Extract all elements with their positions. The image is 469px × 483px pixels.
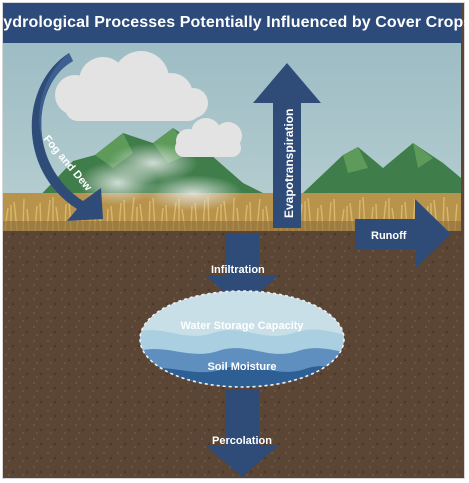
percolation-arrow	[205, 389, 279, 477]
title-bar: Hydrological Processes Potentially Influ…	[0, 3, 469, 43]
soil-moisture-label: Soil Moisture	[207, 361, 276, 373]
diagram-scene: Fog and Dew Evapotranspiration Runoff In…	[3, 43, 461, 477]
infiltration-label: Infiltration	[211, 264, 265, 276]
runoff-label: Runoff	[371, 230, 407, 242]
evapotranspiration-label: Evapotranspiration	[282, 109, 296, 218]
infiltration-arrow	[205, 233, 279, 308]
evapotranspiration-arrow	[253, 63, 321, 228]
runoff-arrow	[355, 199, 451, 269]
percolation-label: Percolation	[212, 435, 272, 447]
water-storage-label: Water Storage Capacity	[180, 320, 304, 332]
cloud-icon	[55, 51, 208, 121]
cloud-icon	[175, 118, 242, 157]
water-storage-ellipse	[139, 290, 345, 388]
fog-and-dew-arrow	[31, 53, 104, 221]
diagram-title: Hydrological Processes Potentially Influ…	[0, 14, 469, 31]
